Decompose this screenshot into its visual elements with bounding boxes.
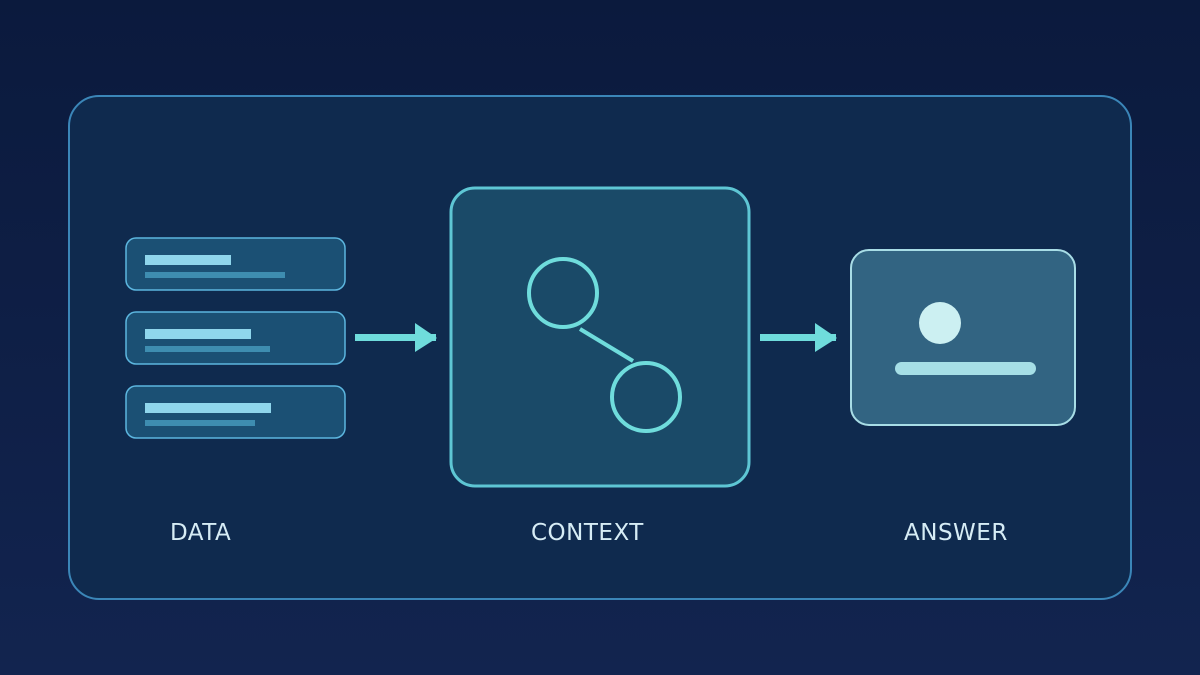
data-record-card [125,237,346,291]
record-title-bar [145,255,231,265]
data-record-card [125,311,346,365]
answer-card [850,249,1076,426]
record-detail-bar [145,420,255,426]
record-detail-bar [145,346,270,352]
stage-label-context: CONTEXT [531,520,644,546]
graph-node-icon [610,361,682,433]
record-title-bar [145,403,271,413]
record-detail-bar [145,272,285,278]
data-records-group [125,237,346,439]
answer-text-bar [895,362,1036,375]
stage-label-data: DATA [170,520,232,546]
stage-label-answer: ANSWER [904,520,1008,546]
context-box [449,186,751,488]
answer-avatar-icon [919,302,961,344]
arrow-data-to-context [355,323,437,352]
record-title-bar [145,329,251,339]
graph-edge [578,327,635,363]
data-record-card [125,385,346,439]
arrow-context-to-answer [760,323,837,352]
graph-node-icon [527,257,599,329]
